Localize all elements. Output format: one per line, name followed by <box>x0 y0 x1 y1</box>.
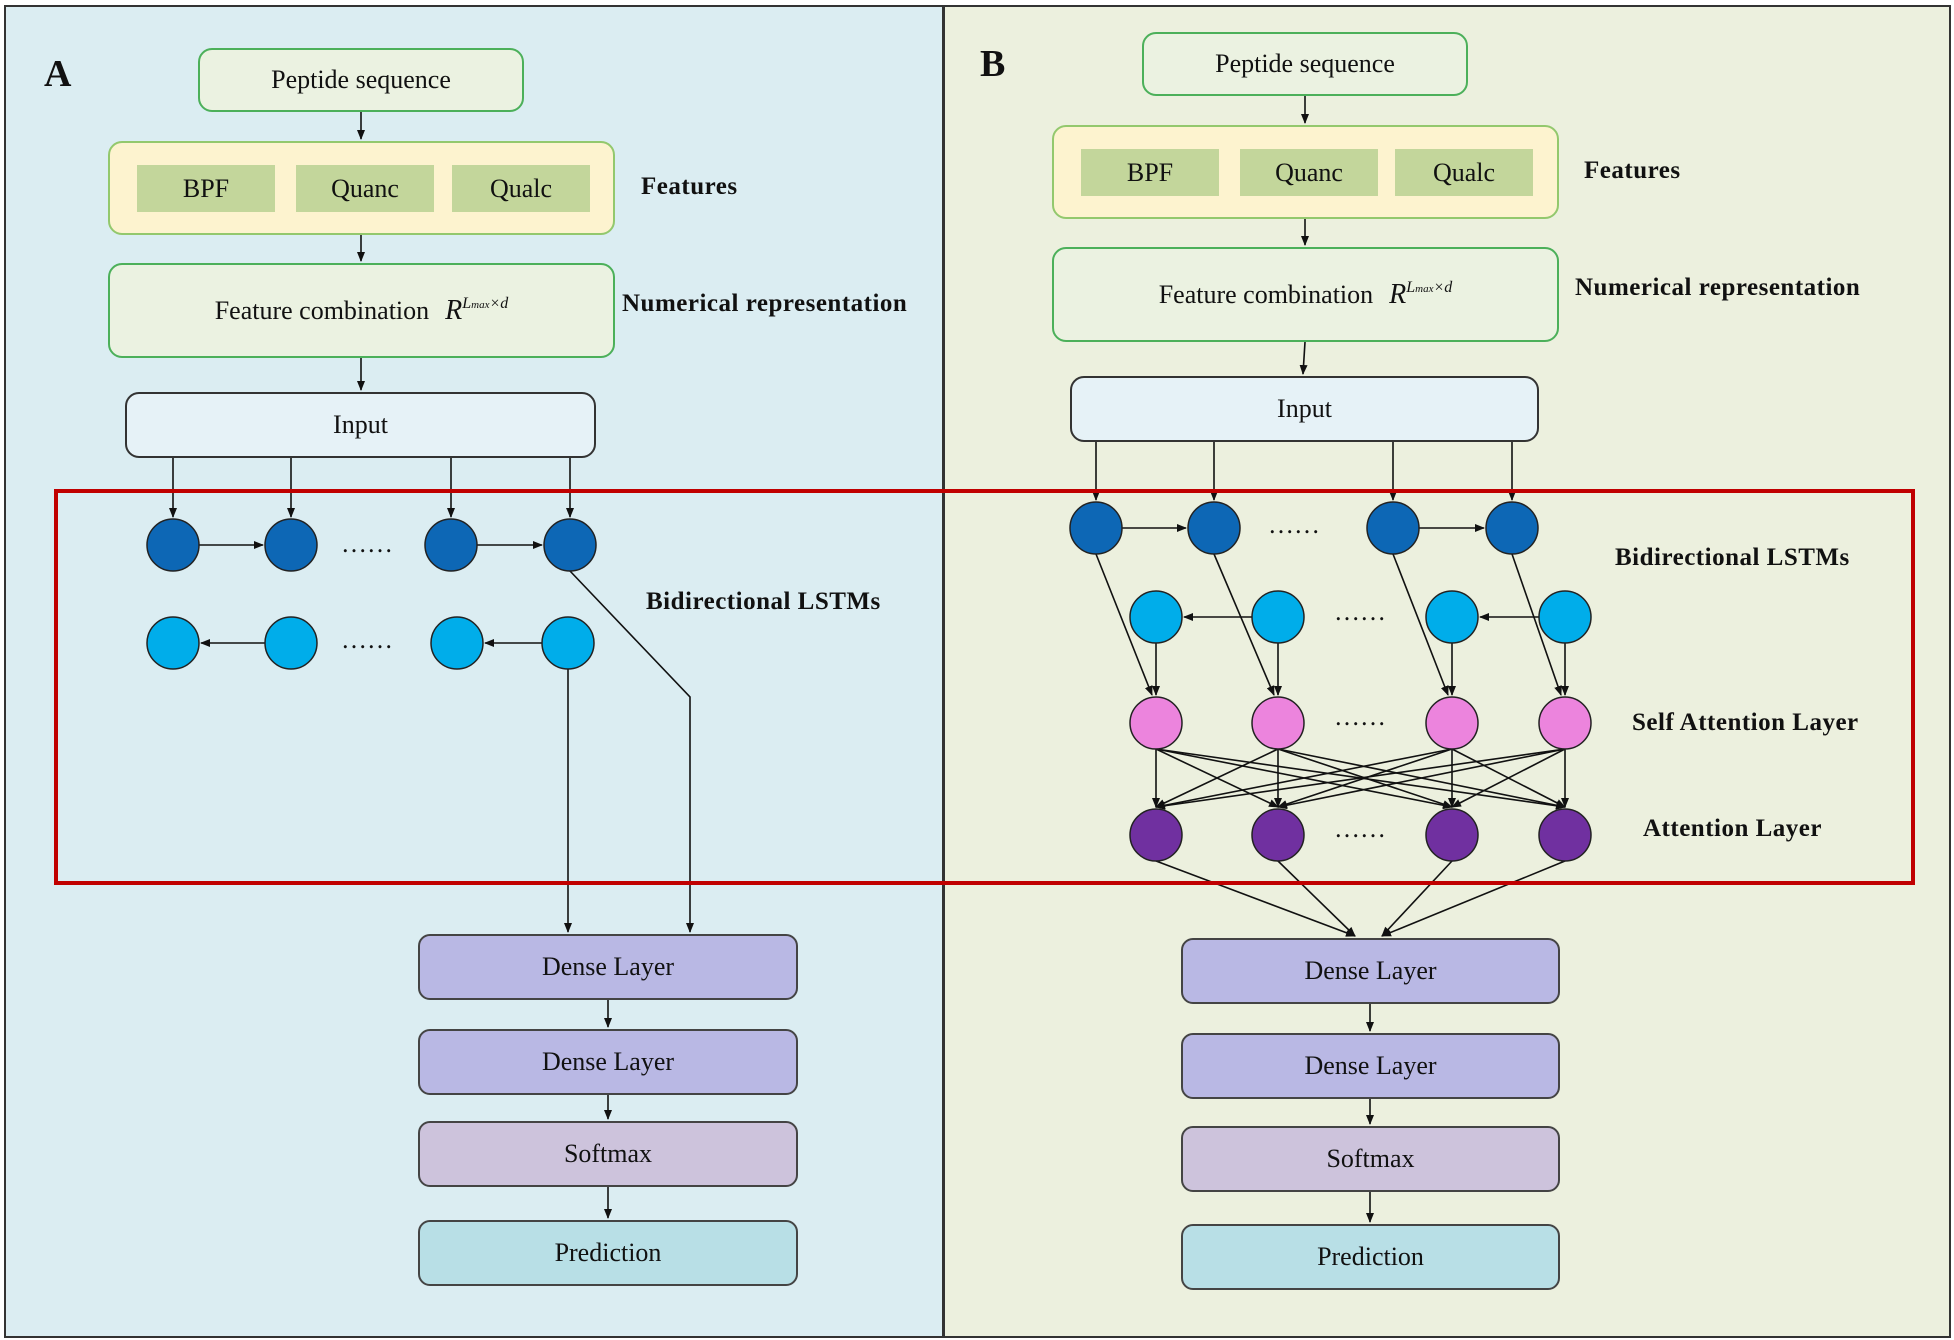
panel-b-features-label: Features <box>1584 157 1681 184</box>
panel-a-combination-box: Feature combination RLmax×d <box>108 263 615 358</box>
panel-b-feature-quanc: Quanc <box>1240 149 1378 196</box>
panel-a-edge-forward-dense <box>569 570 694 933</box>
panel-a-forward-lstm-node-3 <box>424 518 478 572</box>
panel-b <box>943 5 1951 1338</box>
panel-a-formula: RLmax×d <box>445 294 509 326</box>
panel-b-input-box: Input <box>1070 376 1539 442</box>
panel-b-self-attention-node-4 <box>1538 696 1592 750</box>
panel-b-edge-attn-dense-1 <box>1155 860 1356 937</box>
panel-b-dense-layer-2: Dense Layer <box>1181 1033 1560 1099</box>
panel-a-backward-lstm-node-1 <box>146 616 200 670</box>
panel-a-forward-lstm-node-4 <box>543 518 597 572</box>
panel-b-edge-self-attn-2-attn-1 <box>1155 748 1279 808</box>
panel-a-backward-lstm-node-3 <box>430 616 484 670</box>
panel-b-backward-lstm-node-3 <box>1425 590 1479 644</box>
panel-b-forward-lstm-node-2 <box>1187 501 1241 555</box>
panel-b-edge-self-attn-3-attn-1 <box>1155 748 1453 810</box>
panel-a-backward-lstm-node-4 <box>541 616 595 670</box>
panel-a-dense-layer-2: Dense Layer <box>418 1029 798 1095</box>
panel-b-self-attention-ellipsis: …… <box>1334 702 1386 731</box>
panel-a-features-label: Features <box>641 173 738 200</box>
panel-a-letter: A <box>44 53 72 95</box>
panel-b-edge-attn-dense-2 <box>1277 860 1356 937</box>
panel-b-self-attention-label: Self Attention Layer <box>1632 709 1859 736</box>
panel-b-combination-text: Feature combination <box>1158 279 1374 309</box>
panel-b-self-attention-node-2 <box>1251 696 1305 750</box>
panel-b-backward-lstm-node-1 <box>1129 590 1183 644</box>
panel-b-backward-ellipsis: …… <box>1334 597 1386 626</box>
panel-b-edge-forward-self-attn-3 <box>1392 553 1449 696</box>
panel-b-attention-node-1 <box>1129 808 1183 862</box>
panel-b-forward-lstm-node-3 <box>1366 501 1420 555</box>
panel-a-feature-quanc: Quanc <box>296 165 434 212</box>
panel-b-edge-self-attn-4-attn-2 <box>1277 748 1566 810</box>
panel-a-lstm-label: Bidirectional LSTMs <box>646 588 881 615</box>
panel-a-combination-text: Feature combination <box>214 295 430 325</box>
panel-b-forward-ellipsis: …… <box>1268 510 1320 539</box>
panel-a-backward-ellipsis: …… <box>341 625 393 654</box>
panel-b-attention-node-2 <box>1251 808 1305 862</box>
panel-a-input-box: Input <box>125 392 596 458</box>
panel-a-forward-ellipsis: …… <box>341 529 393 558</box>
panel-a-softmax: Softmax <box>418 1121 798 1187</box>
panel-b-letter: B <box>980 43 1006 85</box>
panel-b-edge-attn-dense-4 <box>1381 860 1566 937</box>
panel-a-feature-bpf: BPF <box>137 165 275 212</box>
panel-b-backward-lstm-node-4 <box>1538 590 1592 644</box>
panel-a-numerical-label: Numerical representation <box>622 290 908 317</box>
panel-b-edge-self-attn-4-attn-3 <box>1451 748 1566 808</box>
panel-b-prediction: Prediction <box>1181 1224 1560 1290</box>
panel-b-self-attention-node-3 <box>1425 696 1479 750</box>
panel-b-edge-attn-dense-3 <box>1381 860 1453 937</box>
panel-b-formula: RLmax×d <box>1389 278 1453 310</box>
panel-a-backward-lstm-node-2 <box>264 616 318 670</box>
panel-b-attention-node-3 <box>1425 808 1479 862</box>
panel-b-self-attention-node-1 <box>1129 696 1183 750</box>
panel-b-edge-combination-input <box>1299 341 1308 375</box>
panel-b-feature-bpf: BPF <box>1081 149 1219 196</box>
panel-b-forward-lstm-node-4 <box>1485 501 1539 555</box>
panel-b-backward-lstm-node-2 <box>1251 590 1305 644</box>
panel-b-lstm-label: Bidirectional LSTMs <box>1615 544 1850 571</box>
panel-b-edge-forward-self-attn-4 <box>1511 553 1562 696</box>
panel-a-forward-lstm-node-2 <box>264 518 318 572</box>
panel-b-attention-ellipsis: …… <box>1334 814 1386 843</box>
panel-a-prediction: Prediction <box>418 1220 798 1286</box>
lstm-highlight-box <box>54 489 1915 885</box>
panel-b-dense-layer-1: Dense Layer <box>1181 938 1560 1004</box>
panel-a-forward-lstm-node-1 <box>146 518 200 572</box>
panel-b-edge-forward-self-attn-1 <box>1095 553 1153 696</box>
panel-b-feature-qualc: Qualc <box>1395 149 1533 196</box>
panel-b-softmax: Softmax <box>1181 1126 1560 1192</box>
panel-b-forward-lstm-node-1 <box>1069 501 1123 555</box>
panel-a-peptide-box: Peptide sequence <box>198 48 524 112</box>
panel-b-attention-label: Attention Layer <box>1643 815 1822 842</box>
panel-b-numerical-label: Numerical representation <box>1575 274 1861 301</box>
panel-a-dense-layer-1: Dense Layer <box>418 934 798 1000</box>
panel-b-edge-self-attn-4-attn-1 <box>1155 748 1566 810</box>
panel-b-edge-forward-self-attn-2 <box>1213 553 1275 696</box>
panel-b-peptide-box: Peptide sequence <box>1142 32 1468 96</box>
panel-b-attention-node-4 <box>1538 808 1592 862</box>
panel-b-combination-box: Feature combination RLmax×d <box>1052 247 1559 342</box>
panel-a-feature-qualc: Qualc <box>452 165 590 212</box>
